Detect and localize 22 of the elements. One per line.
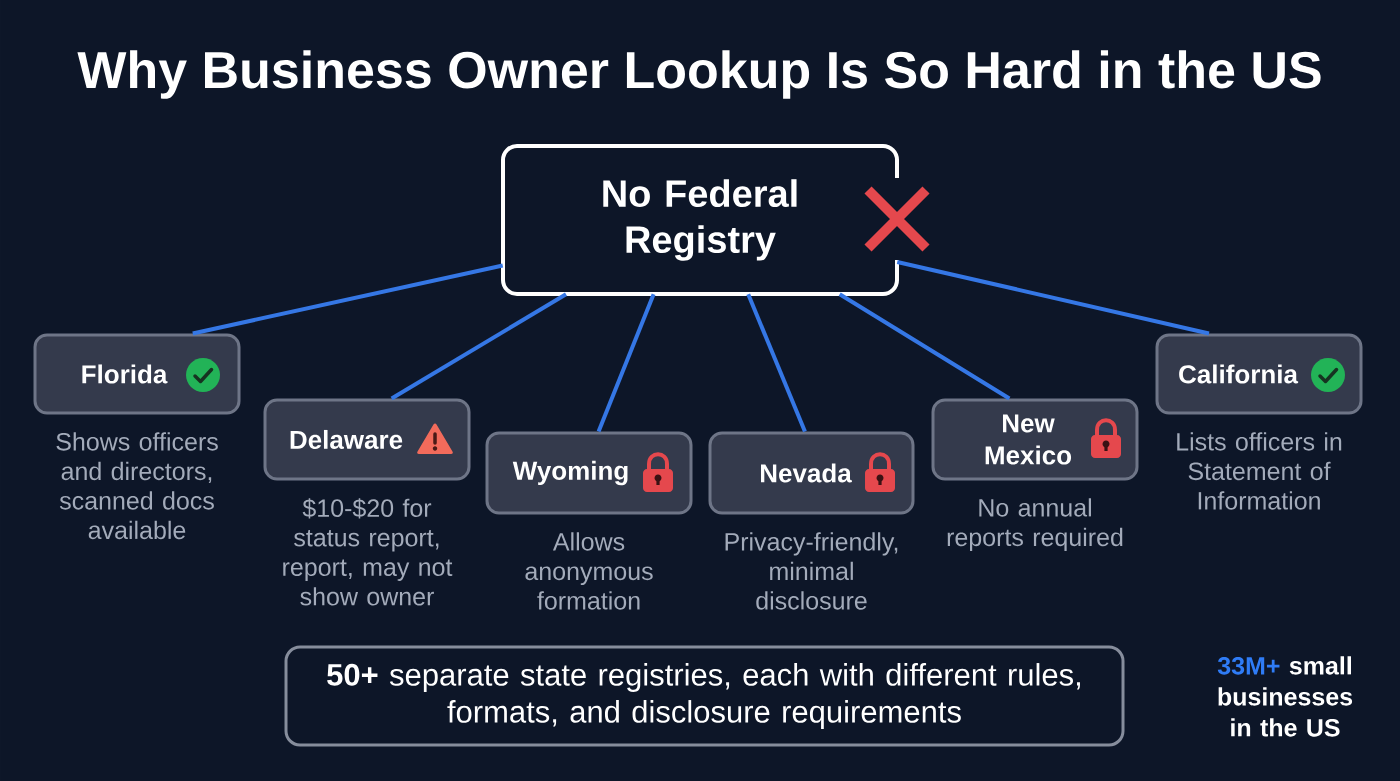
title: Why Business Owner Lookup Is So Hard in the US [77,50,1321,99]
description-text: Allows anonymous formation [525,532,653,610]
connector-line [192,263,504,336]
state-box: California [1155,333,1363,415]
description-text: Shows officers and directors, scanned docs available [56,432,218,540]
heading-box: No Federal Registry [501,144,899,296]
stat-text: 33M+ small businesses in the US [1217,656,1353,737]
description-text: Lists officers in Statement of Information [1177,432,1342,510]
description-text: No annual reports required [947,498,1123,552]
connector-line [596,293,656,433]
connector-line [390,292,568,401]
state-box: Nevada [708,431,915,515]
connector-line [896,260,1210,336]
state-box: New Mexico [931,398,1139,481]
connector-line [838,292,1011,401]
description-text: Privacy-friendly, minimal disclosure [725,532,898,610]
description-text: $10-$20 for status report, report, may not show owner [283,498,453,606]
state-box: Florida [33,333,241,415]
state-box: Delaware [263,398,471,481]
connector-line [746,293,807,433]
summary-box: 50+ separate state registries, each with different rules, formats, and disclosure requirements [284,645,1125,747]
state-box: Wyoming [485,431,693,515]
